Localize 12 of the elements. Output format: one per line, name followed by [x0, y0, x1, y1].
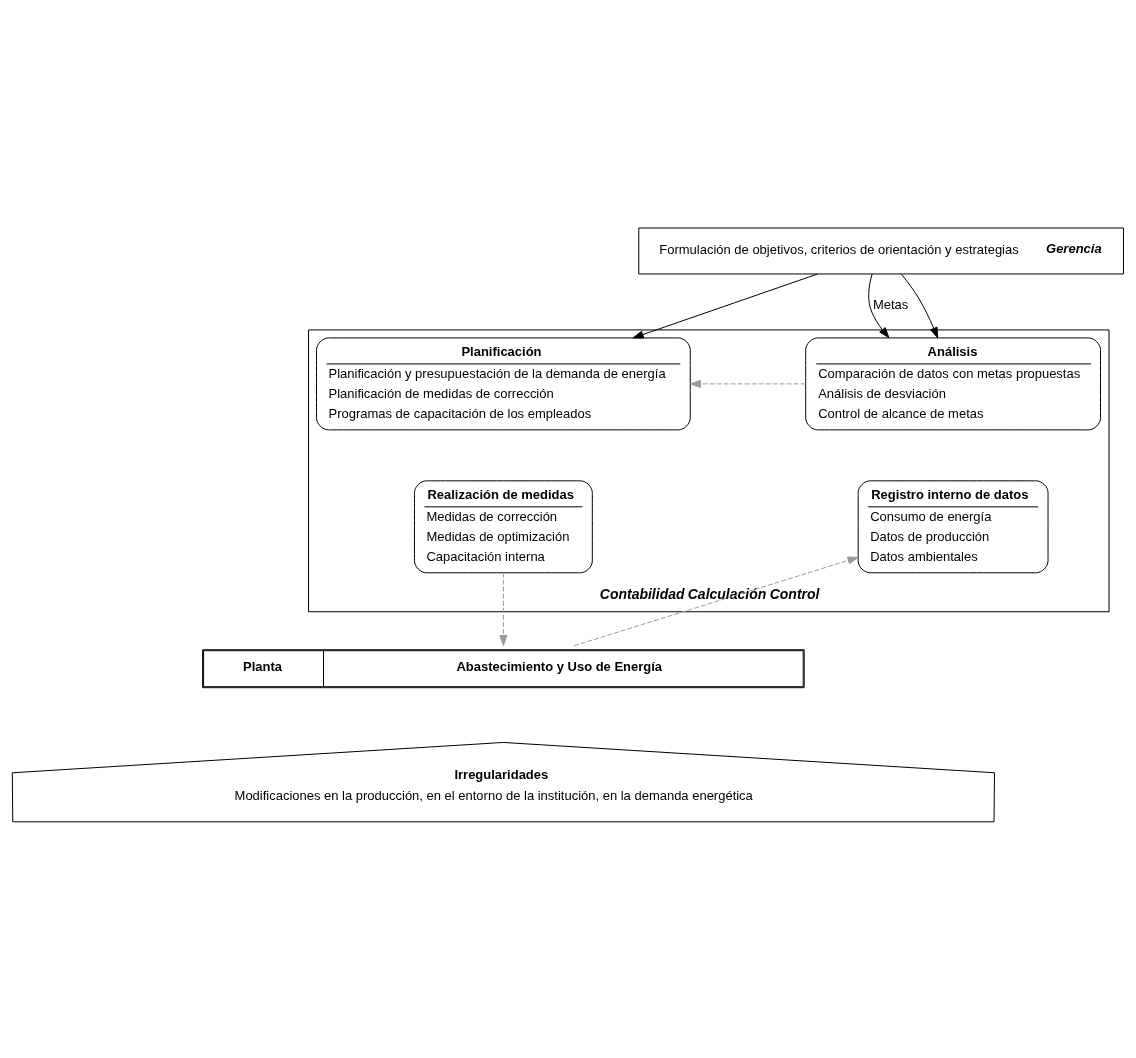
arrow — [868, 273, 890, 339]
arrow — [689, 379, 807, 388]
arrow — [901, 273, 939, 339]
node-box: Formulación de objetivos, criterios de orientación y estrategias Gerencia — [638, 227, 1124, 275]
node-box: Realización de medidas Medidas de corrección Medidas de optimización Capacitación interna — [413, 480, 593, 574]
node-box: Análisis Comparación de datos con metas propuestas Análisis de desviación Control de alcance de metas — [805, 337, 1101, 431]
arrow — [499, 572, 508, 646]
arrow — [632, 273, 818, 339]
arrow — [573, 556, 859, 647]
node-box: Planificación Planificación y presupuestación de la demanda de energía Planificación de medidas de corrección Programas de capacitación de los empleados — [316, 337, 691, 431]
node-box: Registro interno de datos Consumo de energía Datos de producción Datos ambientales — [857, 480, 1049, 574]
edge-label: Metas — [872, 297, 909, 313]
